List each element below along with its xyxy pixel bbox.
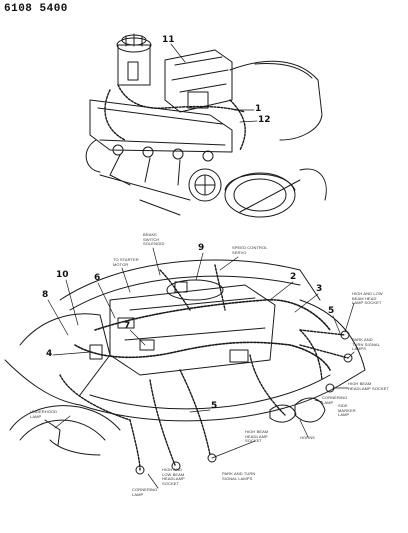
callout-4: 4 [46, 349, 53, 359]
label-cornering-bottom: CORNERING LAMP [132, 487, 158, 497]
label-high-beam-bottom: HIGH BEAM HEADLAMP SOCKET [245, 429, 269, 444]
label-horns: HORNS [300, 435, 315, 440]
label-park-turn-bottom: PARK AND TURN SIGNAL LAMPS [222, 471, 256, 481]
label-high-beam-socket: HIGH BEAM HEADLAMP SOCKET [348, 381, 389, 391]
leader-lines [47, 43, 355, 489]
label-brake-switch: BRAKE SWITCH SOLENOID [143, 232, 165, 247]
callout-12: 12 [258, 115, 271, 125]
label-high-low-bottom: HIGH AND LOW BEAM HEADLAMP SOCKET [162, 467, 185, 486]
label-starter-motor: TO STARTER MOTOR [113, 257, 139, 267]
callout-5-lower: 5 [211, 401, 218, 411]
label-park-turn: PARK AND TURN SIGNAL LAMPS [352, 337, 380, 352]
label-hi-lo-beam: HIGH AND LOW BEAM HEAD LAMP SOCKET [352, 291, 383, 306]
label-underhood-lamp: UNDERHOOD LAMP [30, 409, 58, 419]
label-cornering: CORNERING LAMP [322, 395, 348, 405]
label-side-marker: SIDE MARKER LAMP [338, 403, 356, 418]
page-id: 6108 5400 [4, 3, 68, 15]
callout-2: 2 [290, 272, 297, 282]
callout-6: 6 [94, 273, 101, 283]
callout-1: 1 [255, 104, 262, 114]
callout-5-upper: 5 [328, 306, 335, 316]
callout-11: 11 [162, 35, 175, 45]
callout-7: 7 [124, 321, 131, 331]
engine-compartment-view [4, 259, 366, 475]
callout-8: 8 [42, 290, 49, 300]
label-speed-control: SPEED CONTROL SERVO [232, 245, 268, 255]
callout-9: 9 [198, 243, 205, 253]
callout-3: 3 [316, 284, 323, 294]
callout-10: 10 [56, 270, 69, 280]
engine-top-view [85, 33, 327, 218]
